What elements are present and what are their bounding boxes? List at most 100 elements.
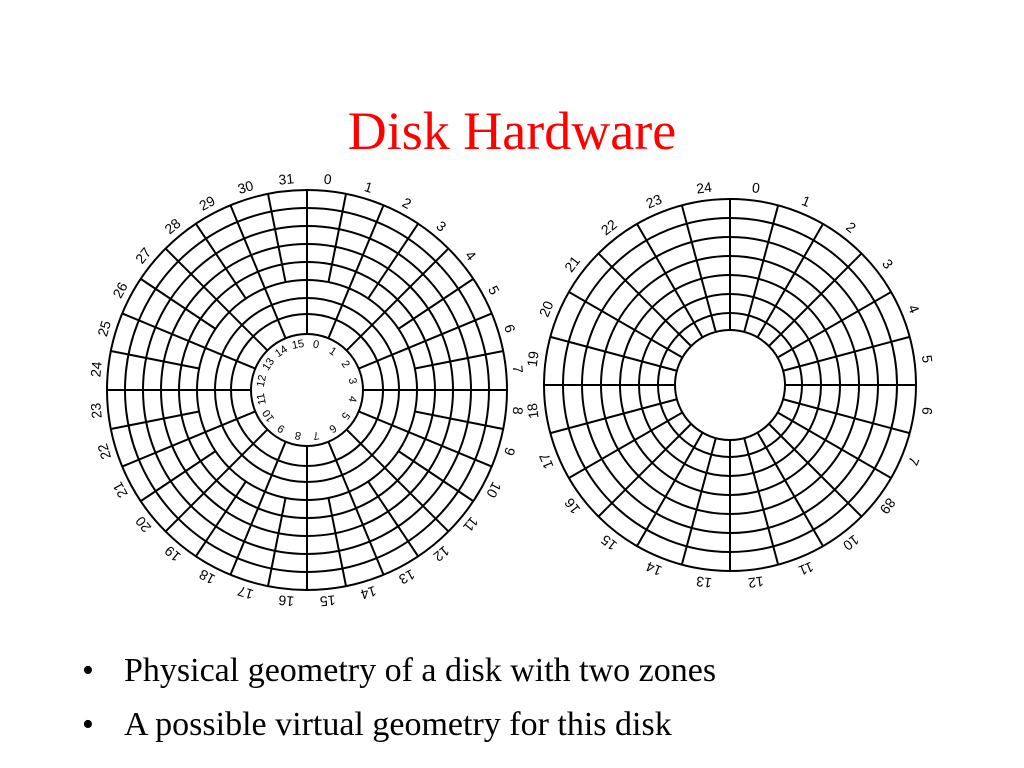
sector-boundary	[568, 411, 683, 479]
sector-number-label: 8	[294, 429, 302, 442]
sector-number-label: 15	[319, 592, 336, 609]
sector-boundary	[267, 193, 287, 283]
sector-boundary	[384, 247, 450, 313]
track-ring	[674, 329, 786, 441]
sector-number-label: 8	[510, 406, 527, 416]
sector-number-label: 16	[561, 495, 583, 517]
sector-boundary	[327, 193, 347, 283]
sector-number-label: 23	[87, 402, 104, 419]
sector-number-label: 4	[905, 302, 923, 316]
sector-boundary	[140, 278, 217, 330]
sector-boundary	[414, 350, 504, 370]
sector-number-label: 23	[644, 191, 665, 212]
sector-number-label: 21	[109, 479, 131, 500]
sector-number-label: 19	[524, 350, 542, 368]
sector-boundary	[636, 432, 704, 547]
slide-title: Disk Hardware	[347, 101, 677, 161]
sector-number-label: 30	[236, 177, 256, 197]
sector-boundary	[743, 437, 780, 565]
sector-number-label: 24	[695, 179, 713, 197]
sector-number-label: 1	[362, 178, 374, 196]
sector-boundary	[550, 335, 678, 372]
sector-boundary	[327, 441, 351, 493]
sector-number-label: 3	[433, 217, 449, 234]
sector-boundary	[140, 450, 217, 502]
sector-number-label: 7	[312, 429, 320, 442]
sector-boundary	[121, 431, 206, 468]
sector-number-label: 25	[94, 318, 114, 338]
bullet-text: A possible virtual geometry for this dis…	[124, 706, 672, 743]
bullet-item: • Physical geometry of a disk with two zo…	[82, 644, 716, 698]
sector-number-label: 10	[260, 407, 277, 424]
bullet-list: • Physical geometry of a disk with two zo…	[82, 644, 716, 752]
sector-boundary	[263, 287, 287, 339]
sector-boundary	[195, 480, 247, 557]
sector-number-label: 13	[396, 566, 417, 588]
sector-boundary	[568, 291, 683, 359]
sector-number-label: 1	[799, 192, 813, 210]
sector-number-label: 11	[460, 514, 482, 536]
sector-boundary	[267, 497, 287, 587]
sector-boundary	[204, 346, 256, 370]
sector-number-label: 7	[905, 454, 923, 468]
sector-boundary	[367, 480, 419, 557]
sector-number-label: 6	[919, 406, 936, 416]
sector-boundary	[782, 398, 910, 435]
sector-boundary	[345, 428, 386, 469]
sector-number-label: 14	[273, 343, 290, 360]
sector-boundary	[228, 428, 269, 469]
sector-number-label: 9	[501, 445, 519, 457]
bullet-text: Physical geometry of a disk with two zon…	[124, 652, 717, 689]
sector-boundary	[636, 223, 704, 338]
sector-number-label: 15	[598, 532, 620, 554]
sector-boundary	[397, 450, 474, 502]
sector-boundary	[204, 410, 256, 434]
sector-number-label: 9	[276, 422, 288, 435]
sector-number-label: 14	[359, 583, 379, 603]
sector-boundary	[384, 467, 450, 533]
track-ring	[250, 333, 364, 447]
sector-boundary	[408, 431, 493, 468]
sector-boundary	[777, 411, 892, 479]
sector-number-label: 17	[235, 583, 255, 603]
sector-boundary	[367, 223, 419, 300]
sector-number-label: 18	[524, 402, 542, 420]
sector-boundary	[397, 278, 474, 330]
sector-number-label: 6	[327, 422, 339, 435]
sector-number-label: 6	[501, 322, 519, 334]
sector-boundary	[743, 205, 780, 333]
sector-boundary	[263, 441, 287, 493]
sector-number-label: 16	[277, 592, 294, 609]
sector-number-label: 22	[598, 216, 620, 238]
sector-boundary	[680, 205, 717, 333]
sector-number-label: 89	[877, 495, 899, 517]
sector-number-label: 3	[346, 377, 359, 385]
sector-boundary	[121, 312, 206, 349]
sector-number-label: 2	[339, 359, 352, 371]
sector-number-label: 26	[109, 279, 131, 300]
bullet-marker: •	[82, 652, 94, 689]
sector-number-label: 5	[485, 283, 503, 298]
sector-number-label: 18	[196, 566, 217, 588]
sector-boundary	[228, 311, 269, 352]
sector-boundary	[229, 491, 266, 576]
sector-number-label: 0	[312, 338, 320, 351]
sector-number-label: 5	[919, 354, 936, 364]
sector-boundary	[327, 497, 347, 587]
sector-number-label: 12	[255, 374, 269, 388]
sector-number-label: 3	[879, 256, 897, 272]
sector-number-label: 17	[536, 451, 557, 472]
sector-boundary	[777, 291, 892, 359]
sector-number-label: 10	[483, 479, 505, 500]
sector-boundary	[348, 491, 385, 576]
sector-number-label: 11	[796, 559, 816, 579]
sector-number-label: 20	[536, 298, 557, 319]
sector-boundary	[414, 410, 504, 430]
sector-boundary	[327, 287, 351, 339]
sector-number-label: 4	[462, 247, 479, 263]
sector-boundary	[345, 311, 386, 352]
sector-boundary	[550, 398, 678, 435]
